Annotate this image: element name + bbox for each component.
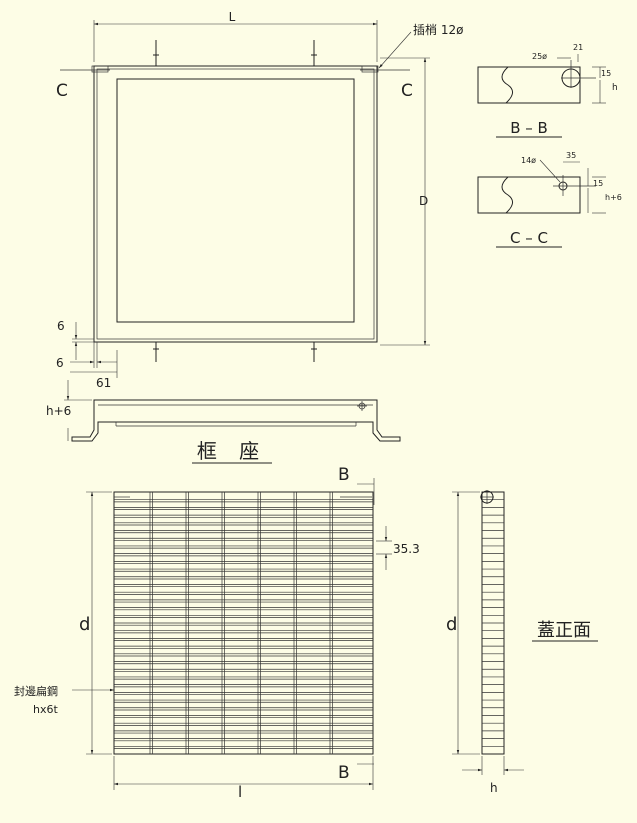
section-bb-dim-h: h bbox=[612, 83, 618, 93]
frame-inner-line bbox=[96, 68, 375, 340]
dim-L-line bbox=[93, 20, 378, 62]
dim-d-grating bbox=[86, 491, 112, 755]
pin-bottom-right bbox=[311, 342, 317, 362]
section-bb-dim-25: 25ø bbox=[532, 52, 547, 61]
section-c-left-label: C bbox=[56, 81, 68, 101]
grating-section-b-bottom: B bbox=[338, 763, 350, 783]
dim-l-grating-label: l bbox=[238, 783, 242, 801]
section-bb-dim-15: 15 bbox=[601, 69, 611, 78]
dim-h-cover bbox=[462, 756, 524, 775]
frame-opening bbox=[116, 78, 355, 323]
dim-l-grating bbox=[113, 756, 374, 790]
edge-label-line2: hx6t bbox=[33, 703, 58, 716]
frame-title: 框 座 bbox=[197, 439, 267, 463]
section-cc-body bbox=[477, 176, 581, 214]
section-cc-title: C – C bbox=[510, 229, 548, 247]
section-cc-dim-15: 15 bbox=[593, 179, 603, 188]
dim-61-label: 61 bbox=[96, 376, 111, 390]
frame-side-view: h+6 框 座 bbox=[46, 380, 401, 464]
pin-label: 插梢 12ø bbox=[413, 22, 463, 37]
grating-bars bbox=[114, 499, 373, 749]
section-cc-dim-35: 35 bbox=[566, 151, 576, 160]
grating-crossbars bbox=[149, 492, 333, 754]
side-hole-mark bbox=[357, 401, 367, 411]
cover-side-hole bbox=[480, 490, 494, 504]
frame-outer bbox=[93, 65, 378, 343]
pin-top-left bbox=[153, 40, 159, 66]
pin-leader bbox=[378, 31, 412, 69]
section-bb: 25ø 21 15 h B – B bbox=[477, 43, 618, 138]
section-bb-title: B – B bbox=[510, 119, 548, 137]
dim-6-left-label: 6 bbox=[56, 356, 64, 370]
pin-bottom-left bbox=[153, 342, 159, 362]
dim-d-cover bbox=[452, 491, 480, 755]
grating-section-b-top: B bbox=[338, 465, 350, 485]
section-cc: 14ø 35 15 h+6 C – C bbox=[477, 151, 622, 248]
dim-L-label: L bbox=[229, 10, 236, 24]
dim-61 bbox=[70, 350, 118, 378]
dim-6-vertical bbox=[72, 322, 94, 360]
cover-side-bars bbox=[482, 499, 504, 747]
dim-6-top-label: 6 bbox=[57, 319, 65, 333]
dim-h-cover-label: h bbox=[490, 781, 498, 795]
dim-h6-frame bbox=[64, 380, 92, 441]
dim-d-grating-label: d bbox=[79, 614, 90, 635]
side-pin-right bbox=[360, 65, 410, 73]
section-bb-dim-21: 21 bbox=[573, 43, 583, 52]
cover-title: 蓋正面 bbox=[537, 620, 591, 641]
frame-top-view: L 插梢 12ø C C D 6 6 bbox=[56, 10, 463, 390]
dim-d-cover-label: d bbox=[446, 614, 457, 635]
edge-label-line1: 封邊扁鋼 bbox=[14, 684, 58, 698]
grating-top-view: B B 35.3 d l 封邊扁鋼 hx6t bbox=[14, 465, 420, 801]
dim-6-horizontal bbox=[70, 342, 117, 368]
dim-pitch bbox=[376, 526, 392, 570]
cover-side-view: d h 蓋正面 bbox=[446, 490, 598, 795]
pin-top-right bbox=[311, 40, 317, 66]
section-cc-dim-14: 14ø bbox=[521, 156, 536, 165]
side-pin-left bbox=[60, 65, 110, 73]
dim-pitch-label: 35.3 bbox=[393, 542, 420, 556]
dim-D-label: D bbox=[419, 194, 428, 208]
section-bb-body bbox=[477, 66, 581, 104]
dim-D-line bbox=[380, 57, 430, 346]
frame-side-outline bbox=[71, 399, 401, 442]
section-c-right-label: C bbox=[401, 81, 413, 101]
section-cc-dim-h6: h+6 bbox=[605, 193, 622, 202]
dim-h6-frame-label: h+6 bbox=[46, 404, 71, 418]
